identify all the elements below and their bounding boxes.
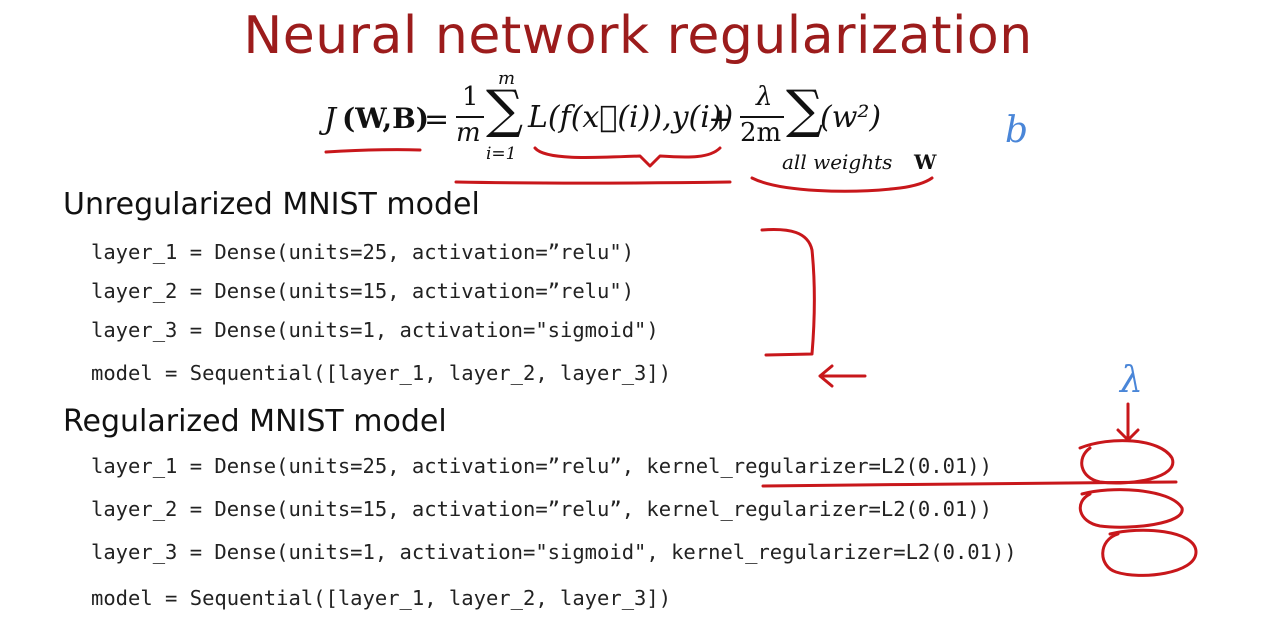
unreg-code-line-4: model = Sequential([layer_1, layer_2, la… xyxy=(91,361,672,385)
underline-kernel-regularizer xyxy=(761,480,1178,488)
bracket-unregularized xyxy=(760,228,816,357)
sum1-lower: i=1 xyxy=(486,144,517,164)
frac1-bar xyxy=(456,116,484,118)
unreg-code-line-1: layer_1 = Dense(units=25, activation=”re… xyxy=(91,240,635,264)
sum2-term: (w²) xyxy=(820,100,882,135)
underline-J xyxy=(324,148,422,154)
underline-loss-brace xyxy=(533,146,722,168)
circle-param-1 xyxy=(1078,439,1175,485)
frac2-bar xyxy=(740,116,784,118)
unreg-code-line-2: layer_2 = Dense(units=15, activation=”re… xyxy=(91,279,635,303)
loss-term: L(f(x⃗(i)),y(i)) xyxy=(528,100,734,135)
formula-equals: = xyxy=(424,102,450,137)
underline-weights-term xyxy=(750,176,934,193)
handwritten-b-note: b xyxy=(1005,110,1029,151)
underline-data-term xyxy=(454,180,732,185)
handwritten-lambda-note: λ xyxy=(1120,360,1143,401)
reg-code-line-2: layer_2 = Dense(units=15, activation=”re… xyxy=(91,497,992,521)
frac2-numerator: λ xyxy=(756,82,773,112)
formula-args: (W,B) xyxy=(342,102,429,135)
unregularized-heading: Unregularized MNIST model xyxy=(63,187,480,222)
sum2-sigma: ∑ xyxy=(786,80,824,140)
reg-code-line-4: model = Sequential([layer_1, layer_2, la… xyxy=(91,586,672,610)
reg-code-line-1: layer_1 = Dense(units=25, activation=”re… xyxy=(91,454,992,478)
regularized-heading: Regularized MNIST model xyxy=(63,404,447,439)
sum1-sigma: ∑ xyxy=(486,80,524,140)
arrow-lambda-down xyxy=(1116,402,1140,442)
slide-title: Neural network regularization xyxy=(243,6,1033,66)
formula-J: J xyxy=(324,102,337,137)
circle-param-3 xyxy=(1101,528,1198,577)
sum2-lower-text: all weights xyxy=(782,150,893,174)
frac2-denominator: 2m xyxy=(740,118,782,148)
frac1-numerator: 1 xyxy=(462,82,479,112)
reg-code-line-3: layer_3 = Dense(units=1, activation="sig… xyxy=(91,540,1017,564)
unreg-code-line-3: layer_3 = Dense(units=1, activation="sig… xyxy=(91,318,659,342)
arrow-to-model xyxy=(818,364,867,388)
frac1-denominator: m xyxy=(456,118,481,148)
formula-plus: + xyxy=(708,102,734,137)
sum2-lower-bold: W xyxy=(914,150,937,174)
circle-param-2 xyxy=(1078,488,1184,529)
sum1-upper: m xyxy=(498,68,516,89)
